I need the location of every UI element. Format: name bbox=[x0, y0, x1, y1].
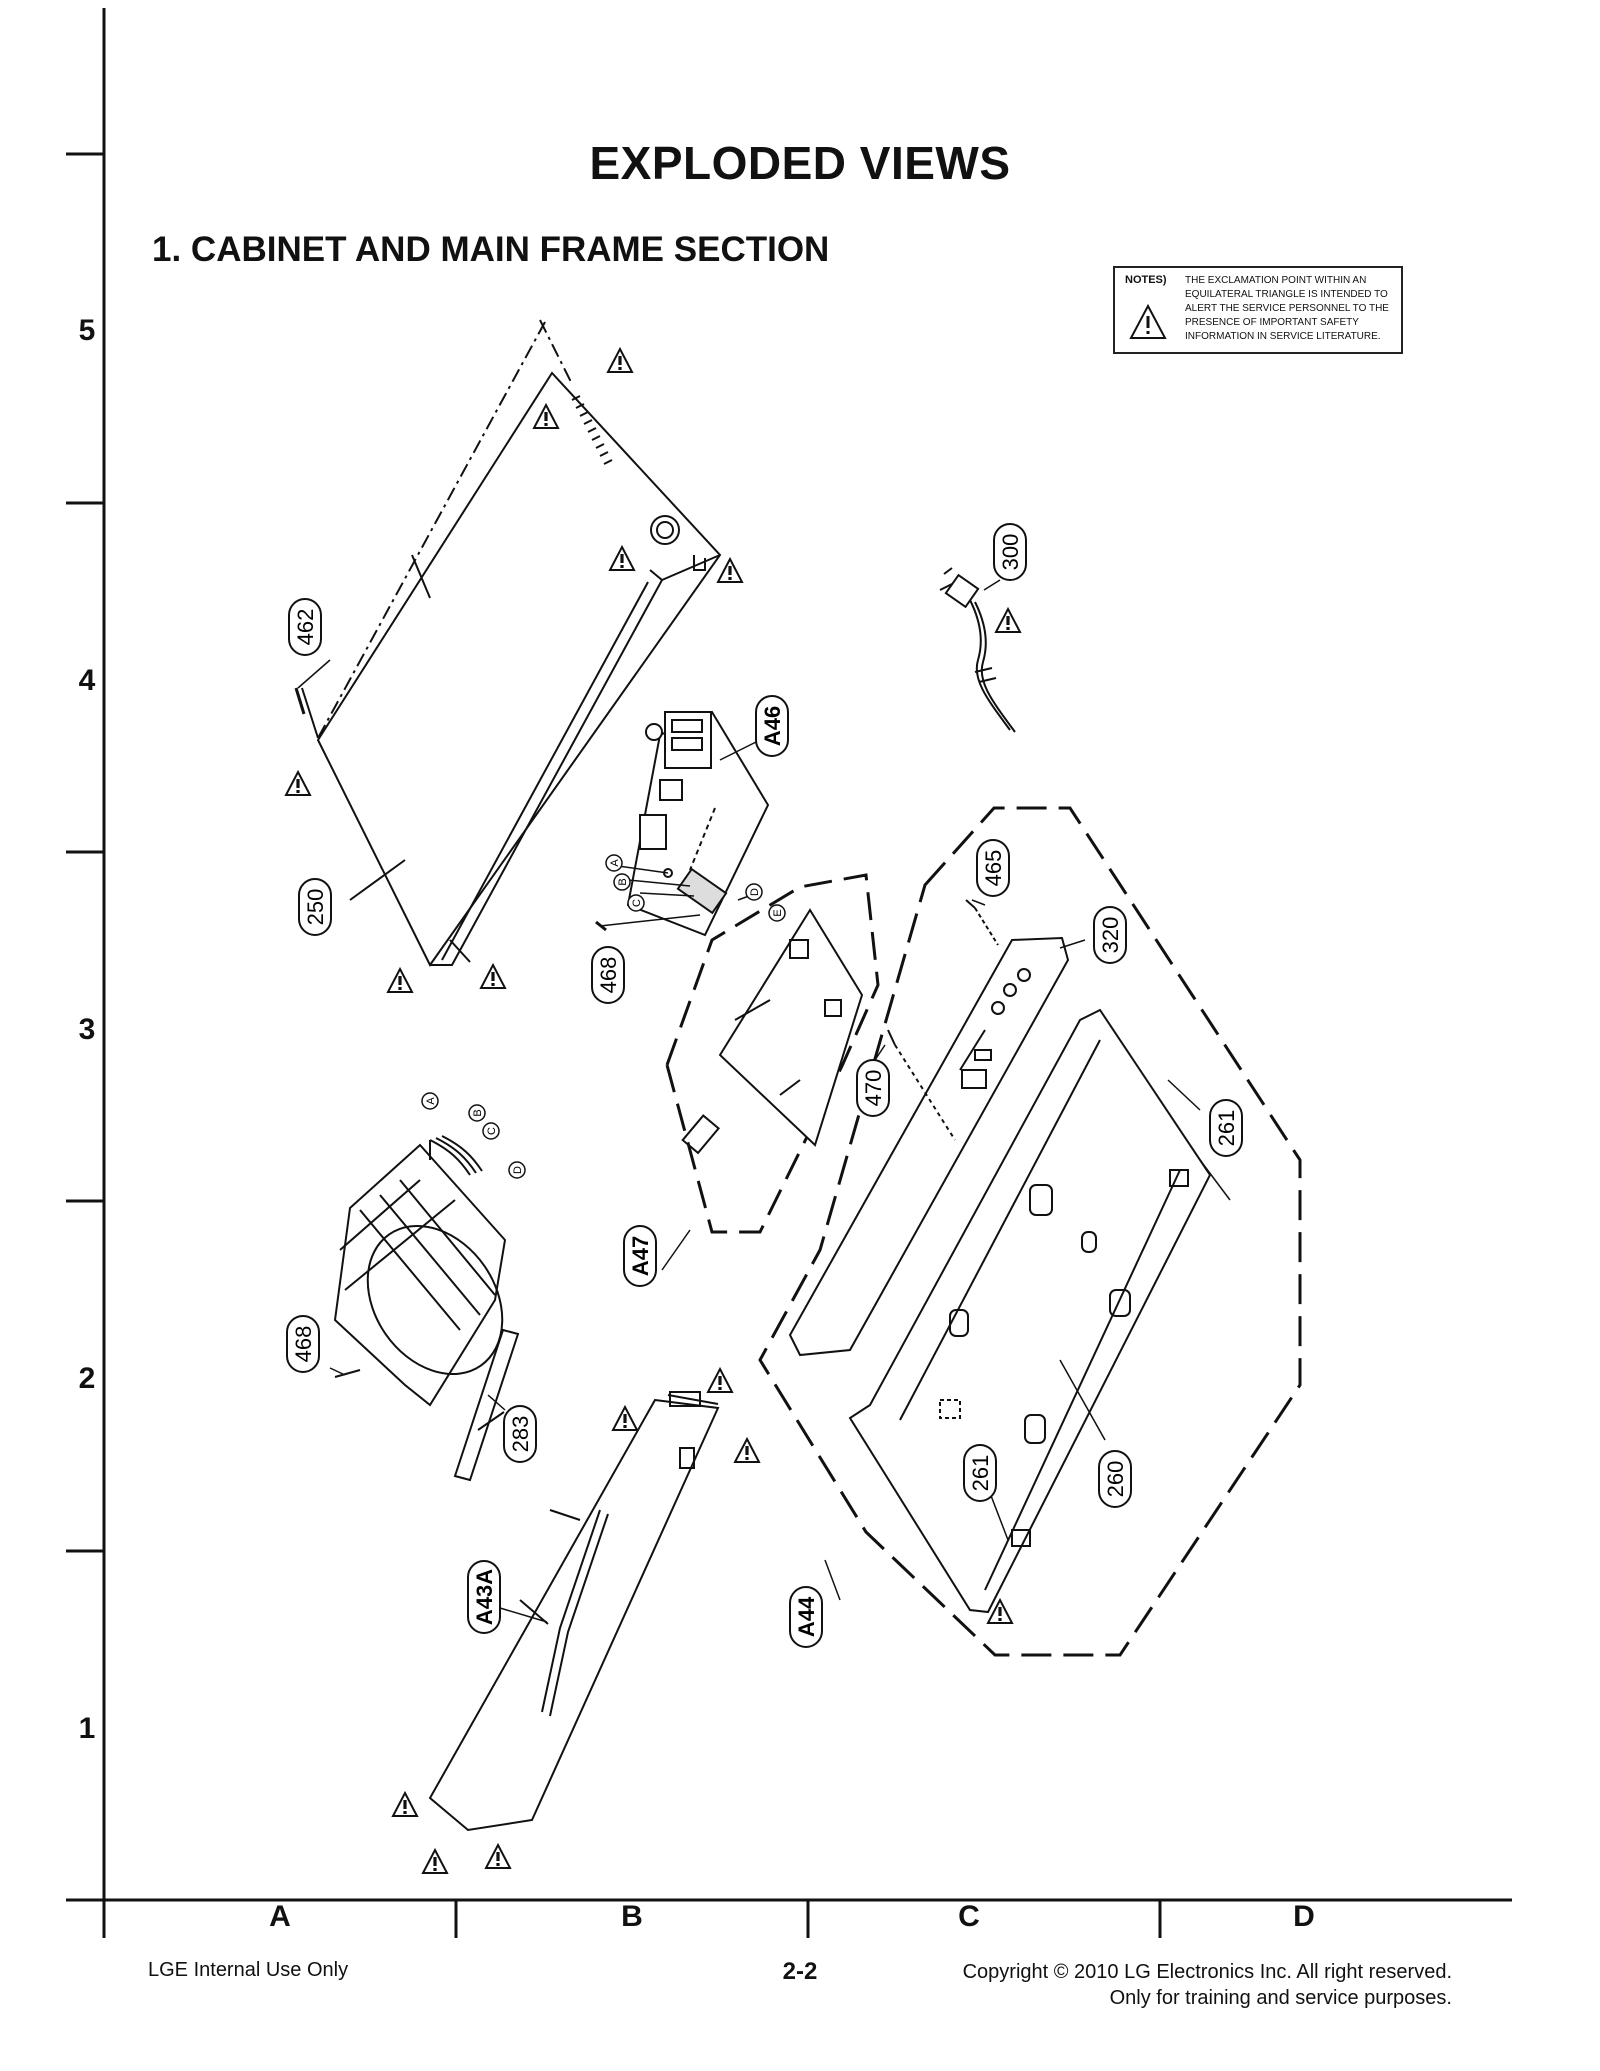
screw-465 bbox=[965, 899, 999, 946]
svg-text:E: E bbox=[772, 909, 784, 916]
safety-notes-box: NOTES) THE EXCLAMATION POINT WITHIN AN E… bbox=[1113, 266, 1403, 354]
screw-470 bbox=[887, 1029, 956, 1141]
svg-text:C: C bbox=[486, 1127, 498, 1135]
part-label-A46: A46 bbox=[755, 695, 789, 757]
disc-loader-part bbox=[333, 1135, 507, 1407]
notes-label: NOTES) bbox=[1125, 274, 1167, 286]
part-label-A47: A47 bbox=[623, 1225, 657, 1287]
footer-internal-use: LGE Internal Use Only bbox=[148, 1959, 349, 1981]
slot-283 bbox=[453, 1328, 520, 1482]
svg-text:260: 260 bbox=[1103, 1461, 1128, 1498]
warning-icon bbox=[422, 1849, 448, 1874]
grid-frame bbox=[66, 8, 1512, 1938]
warning-icon bbox=[387, 968, 413, 993]
part-label-300: 300 bbox=[993, 523, 1027, 581]
part-label-283: 283 bbox=[503, 1405, 537, 1463]
svg-text:A: A bbox=[425, 1097, 437, 1105]
svg-text:A46: A46 bbox=[760, 706, 785, 746]
warning-icon bbox=[612, 1406, 638, 1431]
connector-label-loader-a: A bbox=[421, 1092, 439, 1110]
svg-text:A43A: A43A bbox=[472, 1569, 497, 1625]
connector-label-loader-d: D bbox=[508, 1161, 526, 1179]
column-label-c: C bbox=[958, 1900, 980, 1933]
power-cord-part bbox=[939, 567, 1016, 733]
copyright-line-2: Only for training and service purposes. bbox=[1109, 1987, 1452, 2009]
svg-text:A: A bbox=[609, 859, 621, 867]
connector-label-loader-c: C bbox=[482, 1122, 500, 1140]
svg-text:320: 320 bbox=[1098, 917, 1123, 954]
part-label-465: 465 bbox=[976, 839, 1010, 897]
rear-panel-part bbox=[788, 936, 1070, 1357]
svg-text:261: 261 bbox=[1214, 1110, 1239, 1147]
svg-text:261: 261 bbox=[968, 1455, 993, 1492]
section-title: 1. CABINET AND MAIN FRAME SECTION bbox=[152, 230, 830, 269]
warning-icon bbox=[285, 771, 311, 796]
part-label-A44: A44 bbox=[789, 1586, 823, 1648]
row-label-2: 2 bbox=[78, 1362, 96, 1395]
leader-lines bbox=[297, 579, 1231, 1623]
warning-icon bbox=[1129, 304, 1167, 339]
svg-text:465: 465 bbox=[981, 850, 1006, 887]
part-label-470: 470 bbox=[856, 1059, 890, 1117]
part-label-260: 260 bbox=[1098, 1450, 1132, 1508]
page-title: EXPLODED VIEWS bbox=[589, 137, 1011, 189]
row-label-1: 1 bbox=[78, 1712, 96, 1745]
top-cover-part bbox=[301, 319, 722, 967]
part-label-261-bottom: 261 bbox=[963, 1444, 997, 1502]
connector-label-board-b: B bbox=[613, 873, 631, 891]
part-label-468-loader: 468 bbox=[286, 1315, 320, 1373]
svg-text:D: D bbox=[749, 888, 761, 896]
svg-text:A44: A44 bbox=[794, 1596, 819, 1637]
column-label-d: D bbox=[1293, 1900, 1315, 1933]
svg-text:C: C bbox=[631, 899, 643, 907]
warning-icon bbox=[717, 558, 743, 583]
footer-copyright: Copyright © 2010 LG Electronics Inc. All… bbox=[963, 1959, 1452, 2011]
copyright-line-1: Copyright © 2010 LG Electronics Inc. All… bbox=[962, 1961, 1452, 1983]
warning-icon bbox=[392, 1792, 418, 1817]
connector-label-loader-b: B bbox=[468, 1104, 486, 1122]
column-label-b: B bbox=[621, 1900, 643, 1933]
svg-text:462: 462 bbox=[293, 609, 318, 646]
warning-icon bbox=[707, 1368, 733, 1393]
svg-text:B: B bbox=[472, 1109, 484, 1116]
warning-icon bbox=[995, 608, 1021, 633]
page-number: 2-2 bbox=[782, 1958, 818, 1985]
front-panel-part bbox=[428, 1391, 720, 1832]
main-frame-part bbox=[758, 806, 1302, 1657]
connector-label-board-a: A bbox=[605, 854, 623, 872]
part-label-261-top: 261 bbox=[1209, 1099, 1243, 1157]
part-label-320: 320 bbox=[1093, 906, 1127, 964]
svg-text:D: D bbox=[512, 1166, 524, 1174]
svg-text:470: 470 bbox=[861, 1070, 886, 1107]
svg-text:468: 468 bbox=[596, 957, 621, 994]
warning-icon bbox=[607, 348, 633, 373]
warning-icon bbox=[734, 1438, 760, 1463]
svg-text:250: 250 bbox=[303, 889, 328, 926]
svg-text:468: 468 bbox=[291, 1326, 316, 1363]
column-label-a: A bbox=[269, 1900, 291, 1933]
screw-462 bbox=[294, 687, 306, 715]
warning-icon bbox=[485, 1844, 511, 1869]
main-board-part bbox=[626, 710, 770, 937]
row-label-4: 4 bbox=[78, 664, 96, 697]
part-labels: 250 462 300 A46 468 465 320 470 bbox=[286, 523, 1243, 1648]
connector-label-board-d: D bbox=[745, 883, 763, 901]
part-label-468-board: 468 bbox=[591, 946, 625, 1004]
svg-text:300: 300 bbox=[998, 534, 1023, 571]
connector-label-board-c: C bbox=[627, 894, 645, 912]
connector-labels: A B C D E A B C D bbox=[421, 854, 786, 1179]
row-label-5: 5 bbox=[78, 314, 96, 347]
svg-text:B: B bbox=[617, 878, 629, 885]
connector-label-board-e: E bbox=[768, 904, 786, 922]
part-label-250: 250 bbox=[298, 878, 332, 936]
svg-text:A47: A47 bbox=[628, 1236, 653, 1276]
part-label-462: 462 bbox=[288, 598, 322, 656]
notes-text: THE EXCLAMATION POINT WITHIN AN EQUILATE… bbox=[1185, 275, 1389, 342]
part-label-A43A: A43A bbox=[467, 1560, 501, 1634]
row-label-3: 3 bbox=[78, 1013, 96, 1046]
sub-board-part bbox=[661, 873, 880, 1271]
warning-icon bbox=[480, 964, 506, 989]
svg-text:283: 283 bbox=[508, 1416, 533, 1453]
